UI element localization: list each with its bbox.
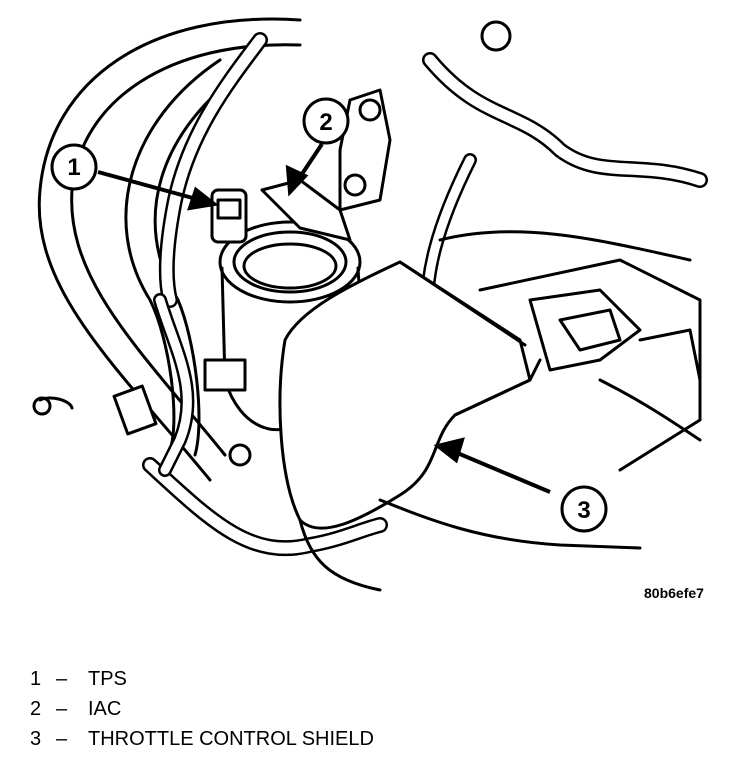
- legend-item: 3 – THROTTLE CONTROL SHIELD: [30, 724, 374, 754]
- legend-dash: –: [56, 728, 68, 750]
- left-hose: [37, 17, 302, 482]
- legend: 1 – TPS 2 – IAC 3 – THROTTLE CONTROL SHI…: [30, 664, 374, 754]
- callout-1-number: 1: [67, 154, 80, 181]
- legend-number: 2: [30, 698, 42, 720]
- callout-1: 1: [50, 143, 98, 191]
- legend-number: 3: [30, 728, 42, 750]
- legend-label: THROTTLE CONTROL SHIELD: [88, 728, 374, 750]
- figure-id: 80b6efe7: [644, 585, 704, 601]
- engine-illustration: 1 2 3: [32, 17, 708, 592]
- throttle-control-shield: [278, 260, 532, 530]
- legend-item: 1 – TPS: [30, 664, 374, 694]
- tps-sensor: [210, 188, 248, 244]
- legend-dash: –: [56, 668, 68, 690]
- callout-3-number: 3: [577, 497, 590, 524]
- callout-3-leader: [454, 450, 551, 494]
- legend-label: TPS: [88, 668, 127, 690]
- callout-2: 2: [302, 97, 350, 145]
- legend-label: IAC: [88, 698, 122, 720]
- callout-1-leader: [97, 170, 201, 202]
- callout-3: 3: [560, 485, 608, 533]
- legend-dash: –: [56, 698, 68, 720]
- callout-2-number: 2: [319, 109, 332, 136]
- legend-item: 2 – IAC: [30, 694, 374, 724]
- legend-number: 1: [30, 668, 42, 690]
